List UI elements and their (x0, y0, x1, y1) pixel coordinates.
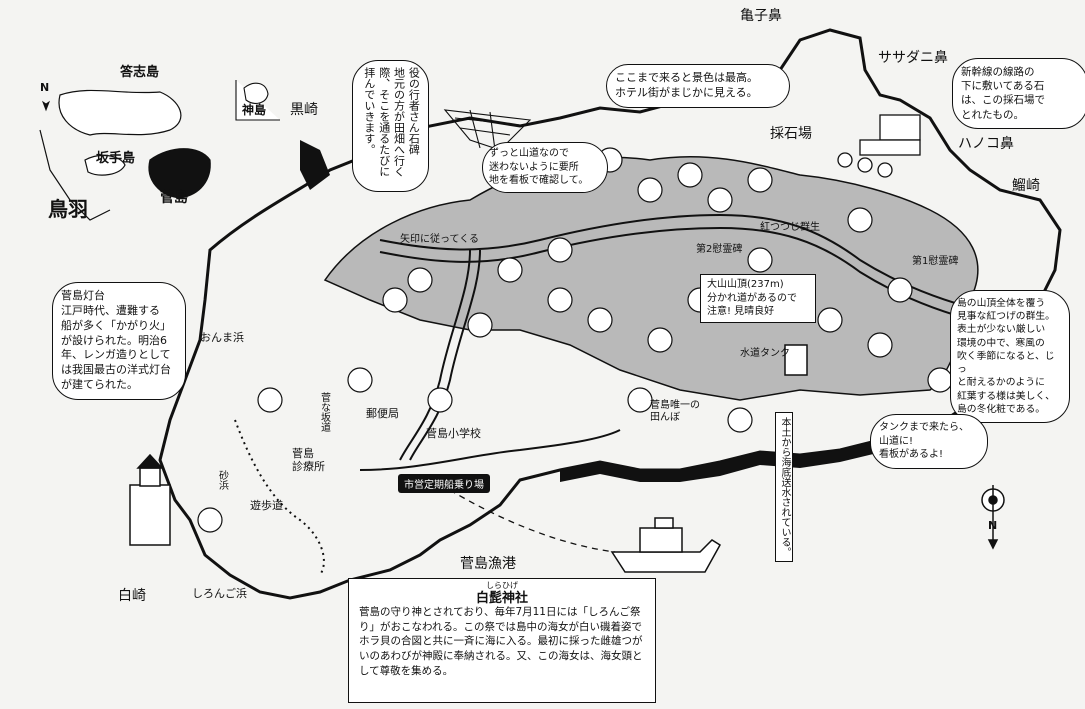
label-sugizaka: 菅な坂道 (318, 392, 330, 432)
quarry-drawing (837, 114, 921, 178)
inset-north: N (40, 81, 50, 94)
label-sugashima-port: 菅島漁港 (460, 556, 516, 572)
shrine-body: 菅島の守り神とされており、毎年7月11日には「しろんご祭り」がおこなわれる。この… (359, 606, 643, 677)
road-ridge (379, 213, 981, 311)
inset-toba: 鳥羽 (48, 197, 88, 221)
label-shiraku-sign: 紅つつじ群生 (760, 222, 820, 233)
inset-sakatejima: 坂手島 (96, 151, 136, 166)
label-kurosaki: 黒崎 (290, 102, 318, 118)
inset-toshijima: 答志島 (120, 65, 160, 80)
lighthouse-drawing (129, 453, 171, 546)
label-first-memorial: 第1慰霊碑 (912, 256, 959, 267)
shrine-title: 白髭神社 (475, 591, 528, 606)
callout-tsutsuji: 島の山頂全体を覆う 見事な紅つげの群生。 表土が少ない厳しい 環境の中で、寒風の… (950, 290, 1070, 423)
callout-tank: タンクまで来たら、 山道に! 看板があるよ! (870, 414, 988, 469)
label-shirongohama: しろんご浜 (192, 587, 247, 600)
label-rice-field: 菅島唯一の 田んぼ (650, 400, 700, 423)
inset-sugashima: 菅島 (160, 190, 188, 206)
road-main (399, 249, 471, 461)
label-sasadanibana: ササダニ鼻 (878, 50, 948, 66)
compass-drawing (981, 485, 1005, 550)
label-onmahama: おんま浜 (200, 331, 244, 344)
label-hanokobana: ハノコ鼻 (958, 136, 1014, 152)
label-ezakizaki: 鰡崎 (1012, 178, 1040, 194)
road-coast (359, 429, 621, 471)
label-clinic: 菅島 診療所 (292, 447, 325, 473)
label-sunahama: 砂浜 (216, 470, 228, 490)
callout-en-no-gyoja: 役の行者さん石碑 地元の方が田畑へ行く際、そこを通るたびに拝んでいきます。 (352, 60, 430, 192)
label-pipe-note: 本土から海底送水されている。 (775, 412, 793, 562)
label-shirozaki: 白崎 (118, 588, 146, 604)
ferry-drawing (610, 517, 722, 573)
water-tank-drawing (784, 344, 808, 376)
label-school: 菅島小学校 (426, 427, 481, 440)
callout-quarry: 新幹線の線路の 下に敷いてある石 は、この採石場で とれたもの。 (952, 58, 1085, 129)
shrine-ruby: しらひげ (486, 581, 518, 590)
coastline-rock-south (560, 430, 900, 482)
compass-north: N (988, 519, 998, 532)
ferry-route (449, 489, 616, 553)
callout-mountain-path: ずっと山道なので 迷わないように要所 地を看板で確認して。 (482, 142, 608, 193)
callout-lighthouse: 菅島灯台 江戸時代、遭難する 船が多く「かがり火」が設けられた。明治6年、レンガ… (52, 282, 186, 400)
callout-summit: 大山山頂(237m) 分かれ道があるので 注意! 見晴良好 (700, 274, 816, 323)
label-kamezubana: 亀子鼻 (740, 8, 782, 24)
label-water-tank: 水道タンク (740, 348, 790, 359)
coastline-rock-north (300, 140, 330, 190)
inset-north-arrow (41, 100, 51, 112)
label-post-office: 郵便局 (366, 407, 399, 420)
label-yakusha-sign: 矢印に従ってくる (400, 234, 479, 245)
kamishima-inset (235, 80, 280, 121)
label-pier: 市営定期船乗り場 (398, 474, 490, 493)
inset-kamishima: 神島 (242, 103, 267, 117)
inset-map (39, 89, 211, 221)
label-saisekijo: 採石場 (770, 126, 812, 142)
label-second-memorial: 第2慰霊碑 (696, 244, 743, 255)
callout-view: ここまで来ると景色は最高。 ホテル街がまじかに見える。 (606, 64, 790, 108)
road-main-2 (409, 249, 481, 461)
shrine-info-box: しらひげ 白髭神社 菅島の守り神とされており、毎年7月11日には「しろんご祭り」… (348, 578, 656, 703)
label-promenade: 遊歩道 (250, 499, 283, 512)
